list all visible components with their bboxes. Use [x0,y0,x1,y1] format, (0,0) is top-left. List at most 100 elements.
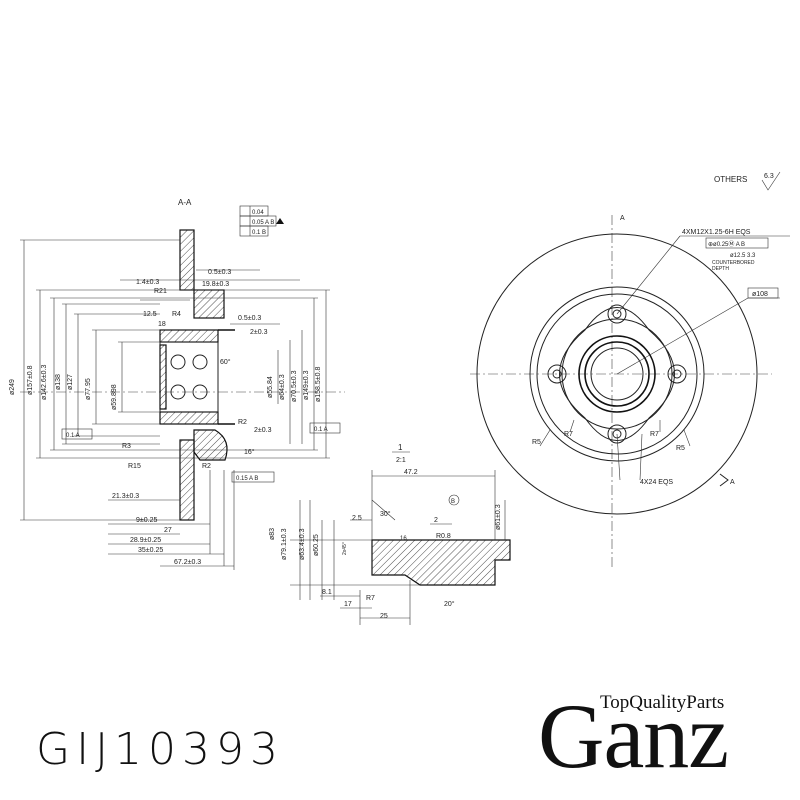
dia-142-6: ø142.6±0.3 [41,365,48,400]
section-marker-bottom: A [730,479,735,486]
dia-249: ø249 [9,379,16,395]
stud-hole-bottom [607,424,627,444]
dim-r21: R21 [154,288,167,295]
tol-runout-a-left: 0.1 A [66,433,80,439]
others-roughness: 6.3 [764,173,774,180]
detail-dia-60-25: ø60.25 [313,534,320,556]
r7-right: R7 [650,431,659,438]
dim-67-2: 67.2±0.3 [174,559,201,566]
detail-17: 17 [344,601,352,608]
detail-dia-83: ø83 [269,528,276,540]
pcd-circle [561,318,673,430]
bearing-race-bottom [159,411,219,425]
tol-runout: 0.05 A B [252,220,274,226]
scale-number: 1 [398,443,403,452]
dia-158-5: ø158.5±0.8 [315,367,322,402]
stud-hole-right [667,364,687,384]
dia-64: ø64±0.3 [279,374,286,400]
r5-left: R5 [532,439,541,446]
hub-bottom-flange [193,429,228,461]
section-label: A-A [178,198,192,207]
dim-9: 9±0.25 [136,517,157,524]
detail-8-1: 8.1 [322,589,332,596]
detail-16: 16 [400,536,407,542]
detail-dia-79-1: ø79.1±0.3 [281,528,288,560]
hub-top-flange [193,289,225,319]
counterbore-size: ø12.5 3.3 [730,253,756,259]
detail-section [371,539,511,586]
hub-bore [584,341,650,407]
section-view: A-A 0.04 0.05 A B 0.1 B [9,198,345,570]
section-marker-top: A [620,215,625,222]
detail-view: 1 2:1 47.2 2.5 30° 2 ø61±0.3 [269,443,511,625]
pcd-label: ø108 [752,291,768,298]
dim-27: 27 [164,527,172,534]
dim-r2-top: R2 [238,419,247,426]
dim-21-3: 21.3±0.3 [112,493,139,500]
datum-b-marker [448,494,460,506]
dia-59-898: ø59.898 [111,384,118,410]
counterbore-note-2: DEPTH [712,266,729,272]
dim-0-5-mid: 0.5±0.3 [238,315,261,322]
detail-20deg: 20° [444,600,455,608]
disc-outer-edge [476,233,758,515]
others-label: OTHERS [714,175,747,184]
brand-tagline: TopQualityParts [600,692,725,713]
scale-value: 2:1 [396,457,406,464]
stud-hole-left [547,364,567,384]
dia-77-95: ø77.95 [85,378,92,400]
stud-angle: 4X24 EQS [640,479,673,486]
detail-dimension-lines [290,470,506,625]
dim-r3: R3 [122,443,131,450]
bearing-ball-2 [192,354,208,370]
tolerance-frames: 0.04 0.05 A B 0.1 B [239,205,284,237]
thread-note: 4XM12X1.25-6H EQS [682,229,751,236]
disc-plate-top [179,229,195,291]
hub-flange-outline [559,307,675,441]
dim-12-5: 12.5 [143,311,157,318]
dim-0-5-top: 0.5±0.3 [208,269,231,276]
dim-28-9: 28.9±0.25 [130,537,161,544]
detail-r0-8: R0.8 [436,533,451,540]
dia-138: ø138 [55,374,62,390]
disc-plate-bottom [179,439,195,521]
detail-47-2: 47.2 [404,469,418,476]
front-view: OTHERS 6.3 A A [470,171,790,570]
bearing-ball-1 [170,354,186,370]
detail-r7: R7 [366,595,375,602]
dim-r4: R4 [172,311,181,318]
dim-2-bottom: 2±0.3 [254,427,272,434]
stud-hole-top [607,304,627,324]
position-tolerance: ⊕ø0.25Ⓜ A B [708,240,745,248]
r5-right: R5 [676,445,685,452]
r7-left: R7 [564,431,573,438]
extension-lines [20,239,330,521]
bearing-seal [159,344,167,410]
detail-2-5: 2.5 [352,515,362,522]
bearing-body [159,341,219,413]
tol-015: 0.15 A B [236,476,258,482]
dia-127: ø127 [67,374,74,390]
hat-outer [536,293,698,455]
dim-r2-bottom: R2 [202,463,211,470]
brand-logo: Ganz [538,685,729,787]
datum-b-label: B [451,499,455,505]
detail-dia-63-4: ø63.4±0.3 [299,528,306,560]
detail-dia-61: ø61±0.3 [495,504,502,530]
tol-flatness: 0.04 [252,210,264,216]
hub-bore-outer [578,335,656,413]
tol-runout-a-right: 0.1 A [314,427,328,433]
bearing-ball-4 [192,384,208,400]
tol-cylindricity: 0.1 B [252,230,266,236]
bearing-ball-3 [170,384,186,400]
dia-55-84: ø55.84 [267,376,274,398]
dim-19-8: 19.8±0.3 [202,281,229,288]
detail-25: 25 [380,613,388,620]
dim-35: 35±0.25 [138,547,163,554]
dim-r15: R15 [128,463,141,470]
bottom-dimension-lines [108,269,300,570]
disc-inner-edge [529,286,705,462]
counterbore-note-1: COUNTERBORED [712,260,755,266]
part-number: GIJ10393 [36,724,285,775]
